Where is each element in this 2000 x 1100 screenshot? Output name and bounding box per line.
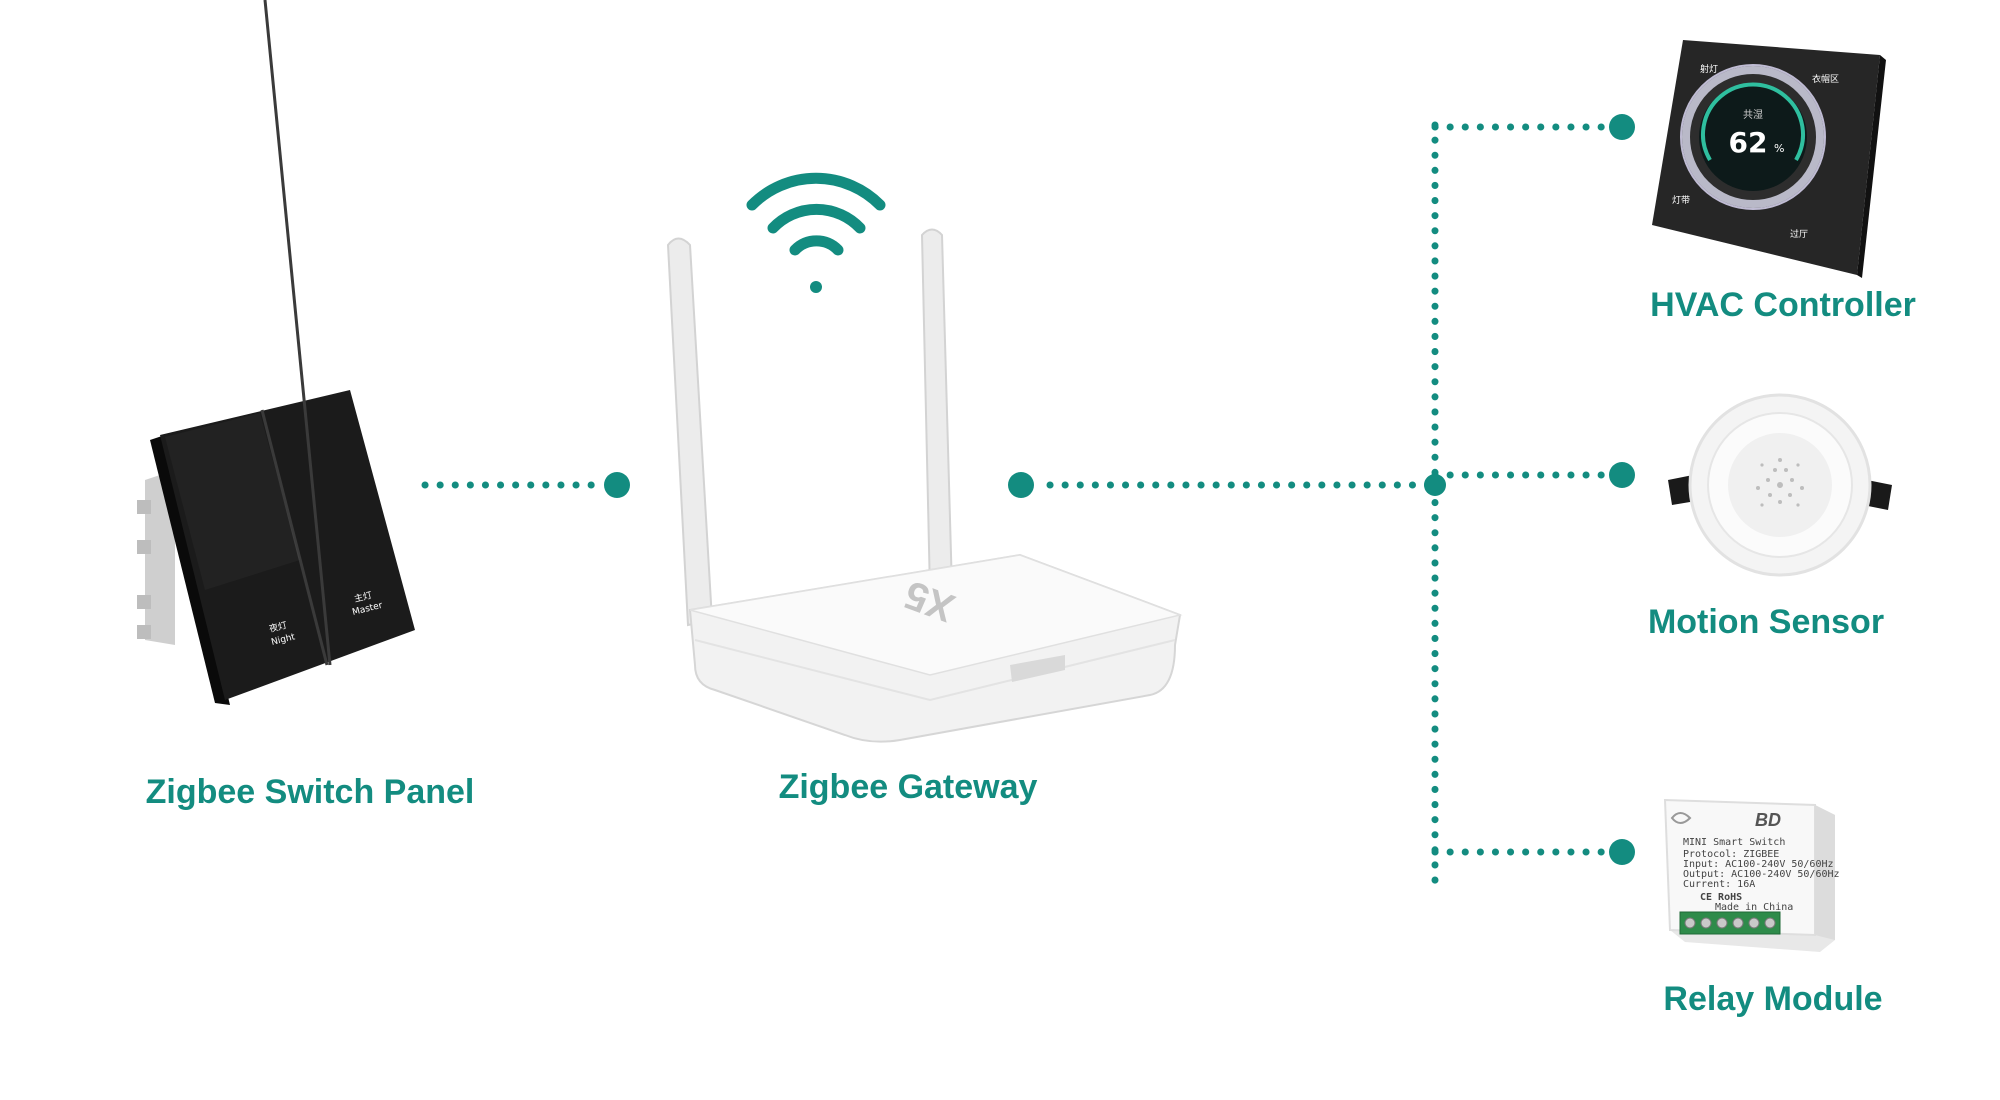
motion-sensor-image: [1668, 393, 1892, 577]
node-junction: [1424, 474, 1446, 496]
hvac-controller-image: 共湿 62 % 射灯 衣帽区 灯带 过厅: [1652, 40, 1886, 278]
zigbee-switch-panel-image: 夜灯 Night 主灯 Master: [137, 0, 415, 705]
connection-lines: [421, 121, 1609, 889]
relay-brand: BD: [1755, 810, 1781, 830]
relay-module-label: Relay Module: [1663, 980, 1882, 1018]
hvac-display-value: 62: [1729, 126, 1768, 159]
relay-made-in: Made in China: [1715, 902, 1793, 913]
node-sensor: [1609, 462, 1635, 488]
relay-line-3: Output: AC100-240V 50/60Hz: [1683, 869, 1840, 880]
relay-line-4: Current: 16A: [1683, 879, 1755, 890]
motion-sensor-label: Motion Sensor: [1648, 603, 1884, 641]
relay-line-1: Protocol: ZIGBEE: [1683, 849, 1779, 860]
node-gateway: [1008, 472, 1034, 498]
node-switch: [604, 472, 630, 498]
zigbee-gateway-image: X5: [666, 172, 1183, 743]
node-hvac: [1609, 114, 1635, 140]
hvac-corner-top-right: 衣帽区: [1812, 73, 1839, 85]
hvac-corner-bottom-left: 灯带: [1672, 195, 1690, 206]
hvac-display-mode: 共湿: [1743, 109, 1763, 121]
relay-line-2: Input: AC100-240V 50/60Hz: [1683, 859, 1834, 870]
hvac-corner-bottom-right: 过厅: [1790, 228, 1808, 240]
gateway-label: Zigbee Gateway: [779, 768, 1038, 806]
relay-module-image: BD MINI Smart Switch Protocol: ZIGBEE In…: [1663, 798, 1840, 952]
hvac-corner-top-left: 射灯: [1700, 63, 1718, 75]
switch-panel-label: Zigbee Switch Panel: [146, 773, 475, 811]
hvac-label: HVAC Controller: [1650, 286, 1916, 324]
relay-title: MINI Smart Switch: [1683, 837, 1785, 848]
connection-nodes: [604, 114, 1635, 865]
relay-certs: CE RoHS: [1700, 892, 1742, 903]
hvac-display-unit: %: [1774, 142, 1784, 155]
wifi-signal-icon: [746, 172, 886, 293]
node-relay: [1609, 839, 1635, 865]
